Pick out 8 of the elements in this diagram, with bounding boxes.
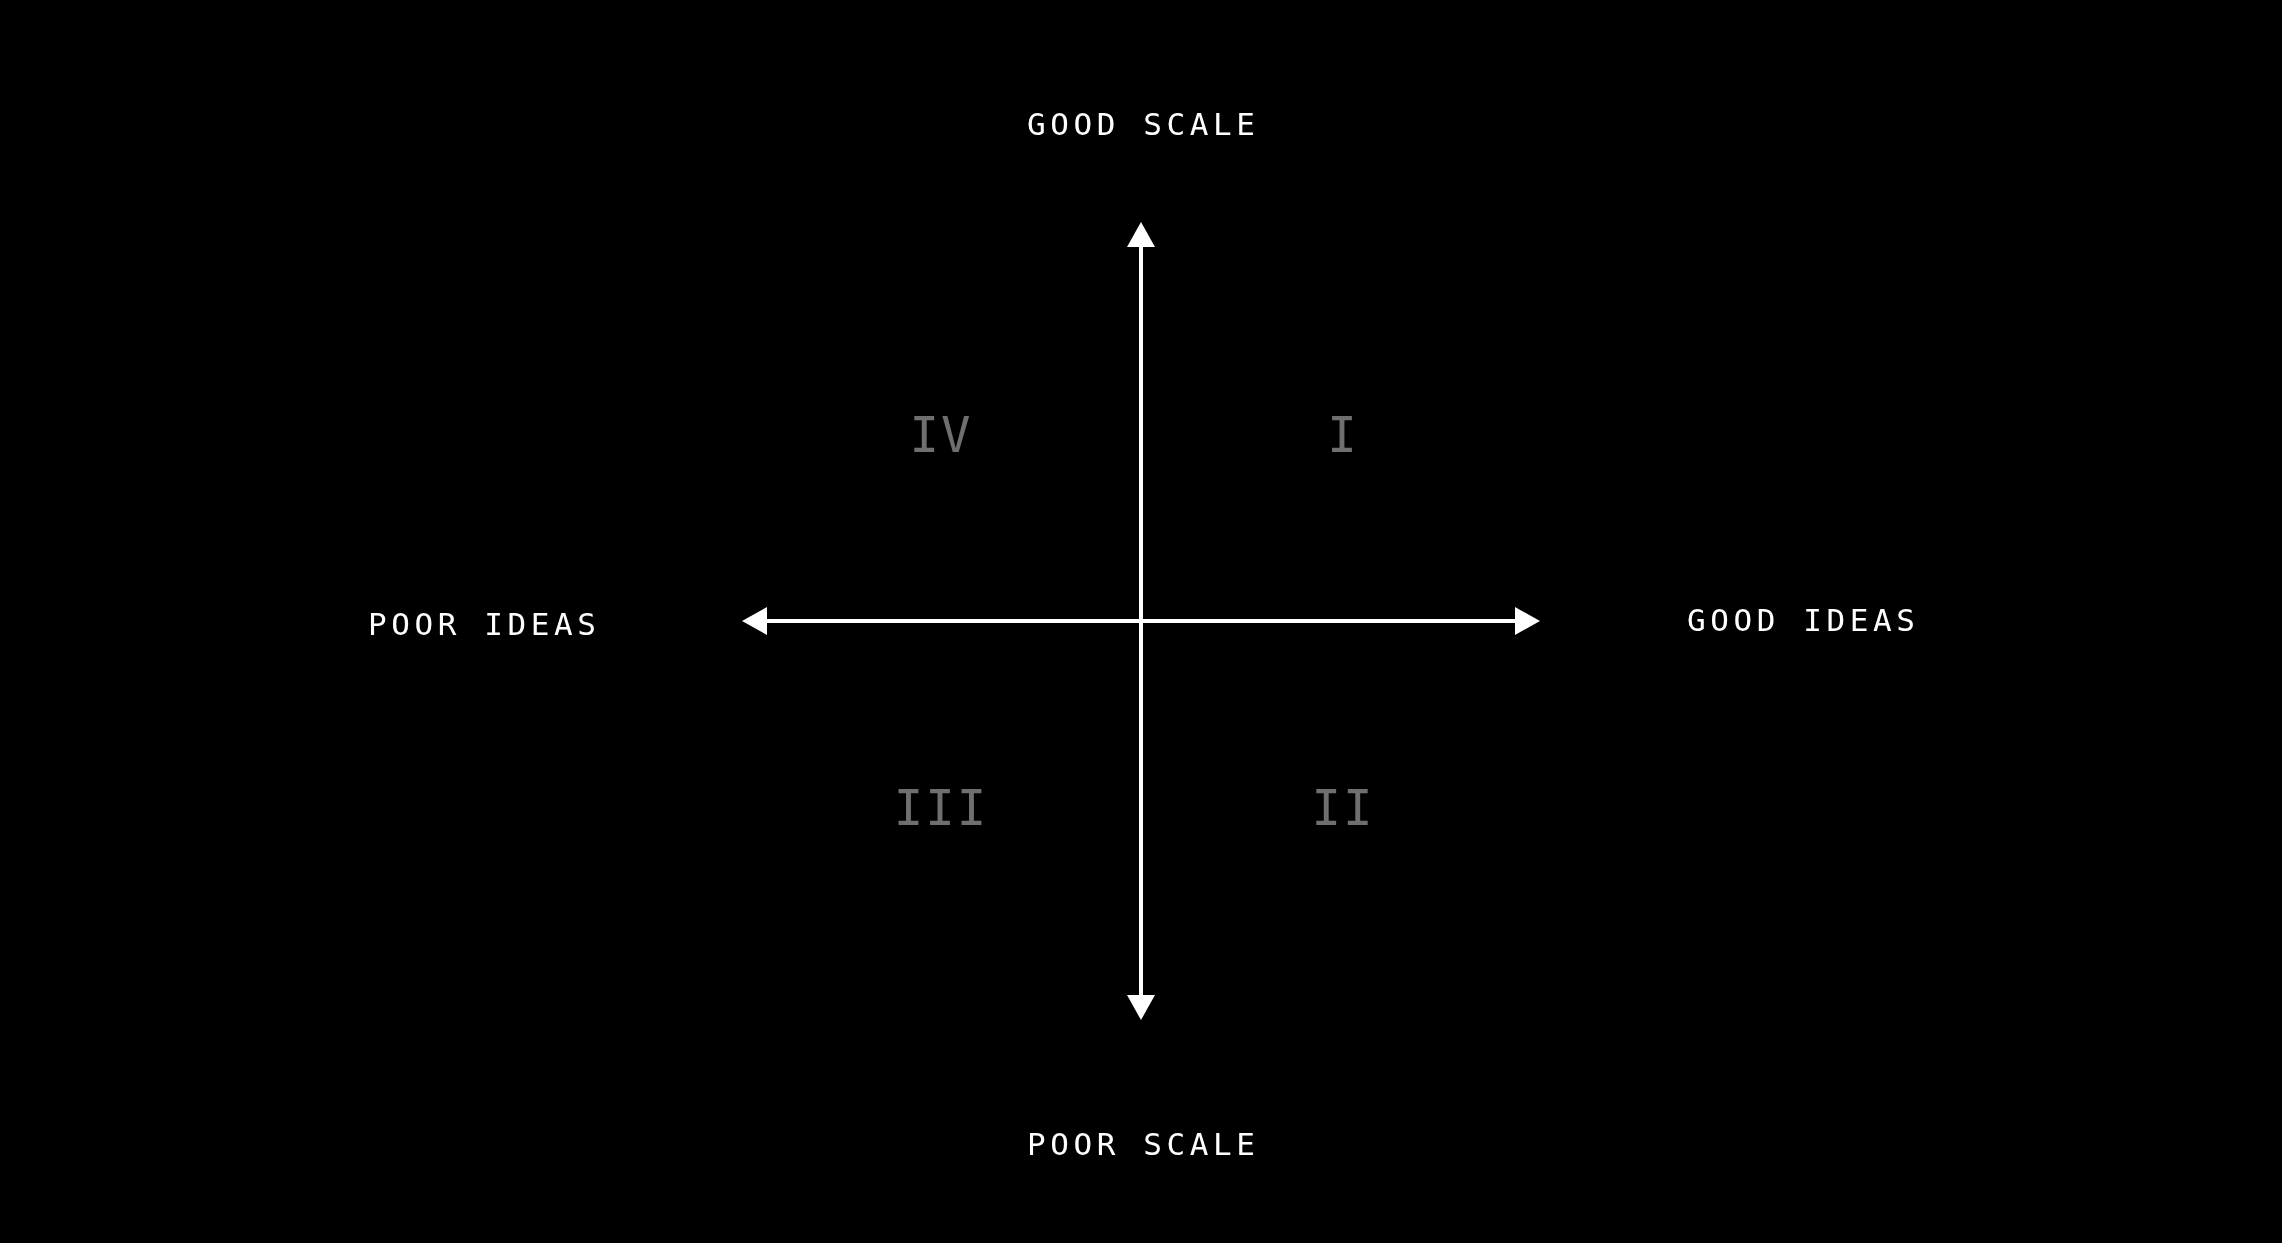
axis-label: POOR SCALE <box>1027 1128 1260 1160</box>
axis-label: GOOD SCALE <box>1027 108 1260 140</box>
quadrant-number: IV <box>909 410 973 460</box>
quadrant-number: III <box>893 783 989 833</box>
quadrant-number: II <box>1311 783 1375 833</box>
axis-label: GOOD IDEAS <box>1687 604 1920 636</box>
quadrant-number: I <box>1327 410 1359 460</box>
axis-label: POOR IDEAS <box>368 608 601 640</box>
